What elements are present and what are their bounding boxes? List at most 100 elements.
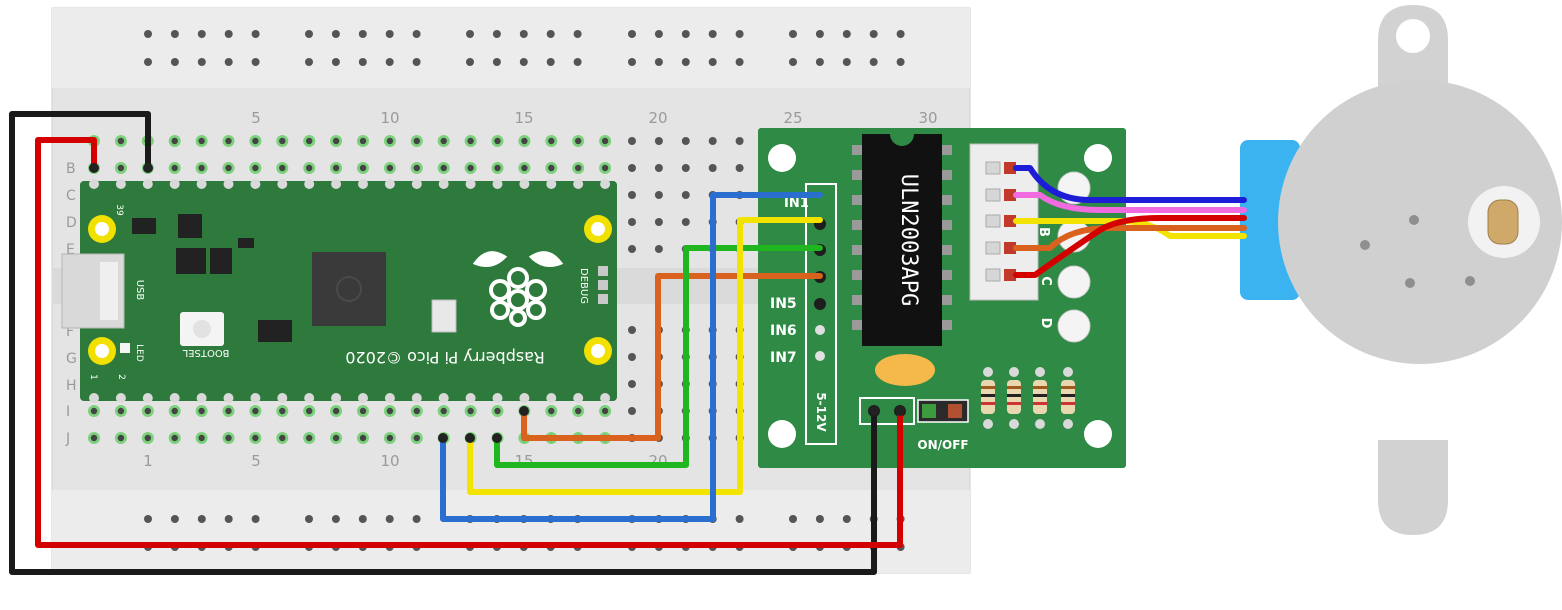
component bbox=[210, 248, 232, 274]
rail-hole bbox=[412, 58, 421, 66]
led-c-label: C bbox=[1038, 276, 1053, 286]
pico-pin bbox=[411, 179, 422, 189]
connector-pin bbox=[1004, 269, 1016, 281]
green-signal-wire[interactable] bbox=[494, 245, 823, 468]
rail-hole bbox=[492, 30, 501, 38]
blue-signal-wire[interactable] bbox=[440, 192, 823, 522]
pico-pin bbox=[384, 179, 395, 189]
power-header bbox=[859, 397, 915, 425]
pico-pin bbox=[277, 393, 288, 403]
rail-hole bbox=[331, 515, 340, 523]
pico-pin bbox=[358, 393, 368, 403]
pin-1-label: 1 bbox=[88, 374, 98, 380]
connector-pin bbox=[1004, 242, 1016, 254]
component bbox=[178, 214, 202, 238]
chip-pin bbox=[942, 145, 952, 155]
rail-hole bbox=[305, 30, 313, 38]
pico-pin bbox=[304, 393, 315, 403]
rail-hole bbox=[708, 30, 717, 38]
pico-pin bbox=[384, 393, 395, 403]
pico-pin bbox=[438, 179, 449, 189]
debug-label: DEBUG bbox=[578, 268, 589, 304]
pico-pin bbox=[600, 179, 611, 189]
wire-end bbox=[143, 163, 153, 173]
wire-end bbox=[869, 406, 879, 416]
column-numbers-top: 5 10 15 20 25 30 bbox=[251, 109, 937, 127]
rail-hole bbox=[815, 515, 824, 523]
power-label: 5-12V bbox=[814, 392, 828, 432]
bootsel-label: BOOTSEL bbox=[182, 347, 229, 358]
rail-hole bbox=[789, 515, 797, 523]
rail-hole bbox=[546, 58, 555, 66]
chip-pin bbox=[942, 170, 952, 180]
capacitor bbox=[875, 354, 935, 386]
rail-hole bbox=[789, 58, 797, 66]
rail-hole bbox=[251, 58, 260, 66]
motor-body bbox=[1278, 80, 1562, 364]
uln2003-chip bbox=[862, 134, 942, 346]
rail-hole bbox=[654, 30, 663, 38]
pico-pin bbox=[573, 179, 584, 189]
pico-pin bbox=[546, 179, 557, 189]
breadboard-hole bbox=[654, 164, 663, 172]
rail-hole bbox=[358, 515, 367, 523]
red-vbus-wire[interactable] bbox=[35, 137, 903, 548]
rail-hole bbox=[466, 30, 474, 38]
pico-pin bbox=[169, 179, 180, 189]
in7-label: IN7 bbox=[770, 350, 797, 366]
chip-pins bbox=[852, 145, 952, 330]
wire-end bbox=[895, 406, 905, 416]
wire-end bbox=[519, 406, 529, 416]
rail-hole bbox=[546, 30, 555, 38]
col-5-top: 5 bbox=[251, 109, 261, 127]
raspberry-pi-pico: Raspberry Pi Pico ©2020 BOOTSEL USB DEBU… bbox=[61, 179, 617, 403]
breadboard-hole bbox=[628, 353, 636, 361]
motor-pink-wire[interactable] bbox=[1013, 192, 1247, 213]
breadboard-hole bbox=[735, 164, 744, 172]
rail-hole bbox=[305, 58, 313, 66]
chip-pin bbox=[852, 220, 862, 230]
rail-hole bbox=[197, 58, 206, 66]
motor-red-wire[interactable] bbox=[1013, 215, 1247, 278]
pico-pin bbox=[465, 393, 476, 403]
yellow-signal-wire[interactable] bbox=[467, 217, 823, 495]
uln2003-driver-board: ULN2003APG IN1 IN5 IN6 IN7 5-12V ON/OFF bbox=[758, 128, 1126, 468]
rail-hole bbox=[412, 30, 421, 38]
row-f: F bbox=[66, 324, 74, 340]
rail-hole bbox=[681, 30, 690, 38]
breadboard-hole bbox=[654, 137, 663, 145]
pico-pin bbox=[196, 393, 207, 403]
in6-label: IN6 bbox=[770, 323, 797, 339]
pico-pin bbox=[411, 393, 422, 403]
bottom-power-rail bbox=[52, 490, 970, 573]
input-header-outline bbox=[805, 183, 837, 445]
pico-pin bbox=[546, 393, 557, 403]
rail-hole bbox=[628, 30, 636, 38]
rail-hole bbox=[170, 58, 179, 66]
breadboard-hole bbox=[628, 164, 636, 172]
breadboard-hole bbox=[708, 137, 717, 145]
motor-blue-wire[interactable] bbox=[1013, 165, 1247, 203]
breadboard-hole bbox=[681, 218, 690, 226]
chip-pin bbox=[852, 195, 862, 205]
breadboard-hole bbox=[628, 137, 636, 145]
chip-pin bbox=[942, 295, 952, 305]
pico-pin bbox=[250, 179, 261, 189]
breadboard-hole bbox=[628, 326, 636, 334]
breadboard-hole bbox=[628, 245, 636, 253]
rail-hole bbox=[735, 515, 744, 523]
row-e: E bbox=[66, 242, 75, 258]
rail-hole bbox=[842, 58, 851, 66]
breadboard-hole bbox=[628, 191, 636, 199]
pico-pin bbox=[223, 179, 234, 189]
rail-hole bbox=[170, 30, 179, 38]
chip-pin bbox=[942, 320, 952, 330]
breadboard-hole bbox=[628, 407, 636, 415]
rail-hole bbox=[331, 58, 340, 66]
in1-label: IN1 bbox=[784, 196, 809, 211]
chip-pin bbox=[852, 320, 862, 330]
pico-pin bbox=[115, 393, 126, 403]
connector-pin bbox=[1004, 162, 1016, 174]
